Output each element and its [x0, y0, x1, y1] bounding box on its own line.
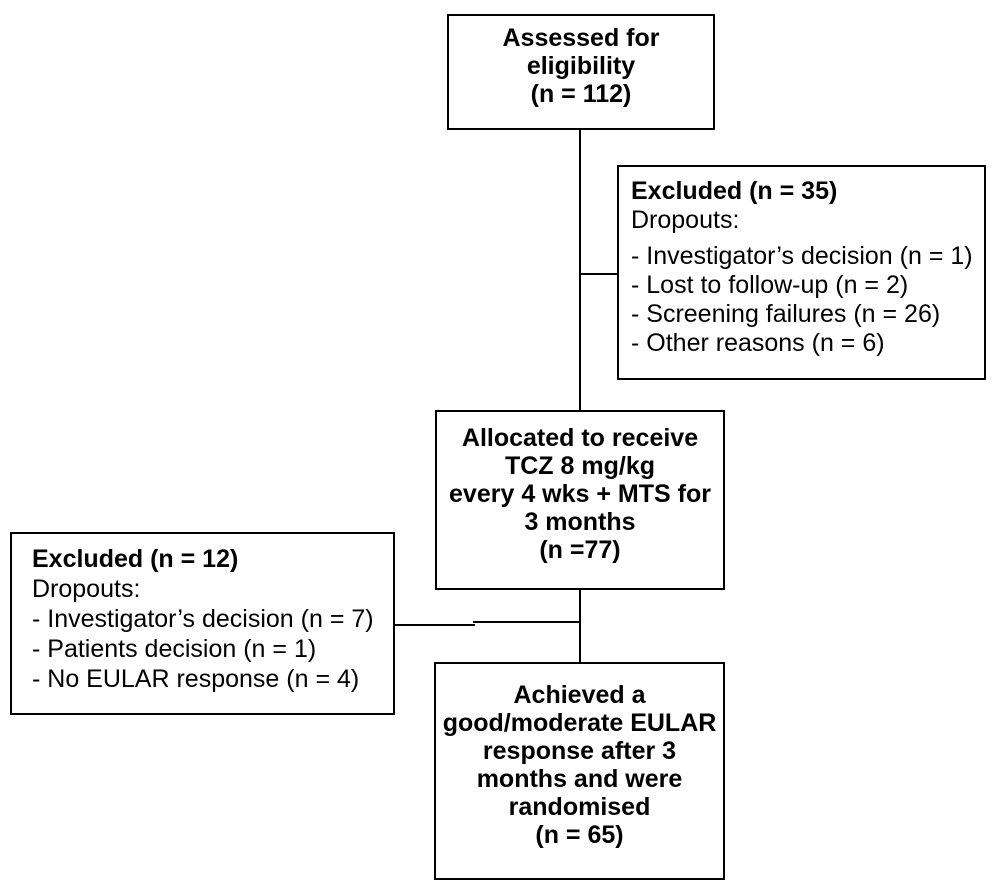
- excluded-after-allocation-title: Excluded (n = 12): [32, 545, 239, 573]
- excluded-after-allocation-item: - Patients decision (n = 1): [32, 635, 317, 663]
- excluded-screening-item: - Lost to follow-up (n = 2): [631, 271, 909, 299]
- box-text-line: response after 3: [482, 737, 677, 765]
- box-text-line: 3 months: [524, 508, 636, 536]
- box-excluded-screening: Excluded (n = 35) Dropouts: - Investigat…: [617, 165, 986, 380]
- box-excluded-after-allocation: Excluded (n = 12) Dropouts: - Investigat…: [10, 532, 395, 715]
- excluded-screening-item: - Other reasons (n = 6): [631, 329, 885, 357]
- box-text-line: TCZ 8 mg/kg: [504, 452, 655, 480]
- connector-to-excluded-after-allocation-segment-2: [473, 621, 581, 623]
- box-assessed-for-eligibility: Assessed for eligibility (n = 112): [447, 14, 715, 130]
- excluded-screening-item: - Investigator’s decision (n = 1): [631, 242, 973, 270]
- box-text-line: good/moderate EULAR: [442, 709, 717, 737]
- box-text-line: Allocated to receive: [461, 424, 699, 452]
- excluded-screening-subtitle: Dropouts:: [631, 206, 740, 234]
- box-text-line: (n = 65): [535, 821, 624, 849]
- excluded-after-allocation-item: - No EULAR response (n = 4): [32, 665, 360, 693]
- box-randomised: Achieved a good/moderate EULAR response …: [434, 662, 725, 880]
- box-text-line: (n = 112): [530, 80, 632, 108]
- box-text-line: eligibility: [526, 52, 636, 80]
- connector-allocated-to-randomised: [579, 590, 581, 662]
- box-text-line: Achieved a: [513, 681, 646, 709]
- box-text-line: randomised: [508, 793, 651, 821]
- excluded-screening-item: - Screening failures (n = 26): [631, 300, 941, 328]
- excluded-after-allocation-subtitle: Dropouts:: [32, 575, 141, 603]
- excluded-screening-title: Excluded (n = 35): [631, 177, 838, 205]
- box-text-line: (n =77): [539, 536, 621, 564]
- box-allocated-treatment: Allocated to receive TCZ 8 mg/kg every 4…: [435, 410, 725, 590]
- connector-to-excluded-after-allocation-segment-1: [395, 624, 475, 626]
- box-text-line: months and were: [476, 765, 683, 793]
- excluded-after-allocation-item: - Investigator’s decision (n = 7): [32, 605, 374, 633]
- connector-to-excluded-screening: [581, 273, 617, 275]
- box-text-line: Assessed for: [502, 24, 660, 52]
- connector-assessed-to-allocated: [579, 130, 581, 410]
- box-text-line: every 4 wks + MTS for: [449, 480, 711, 508]
